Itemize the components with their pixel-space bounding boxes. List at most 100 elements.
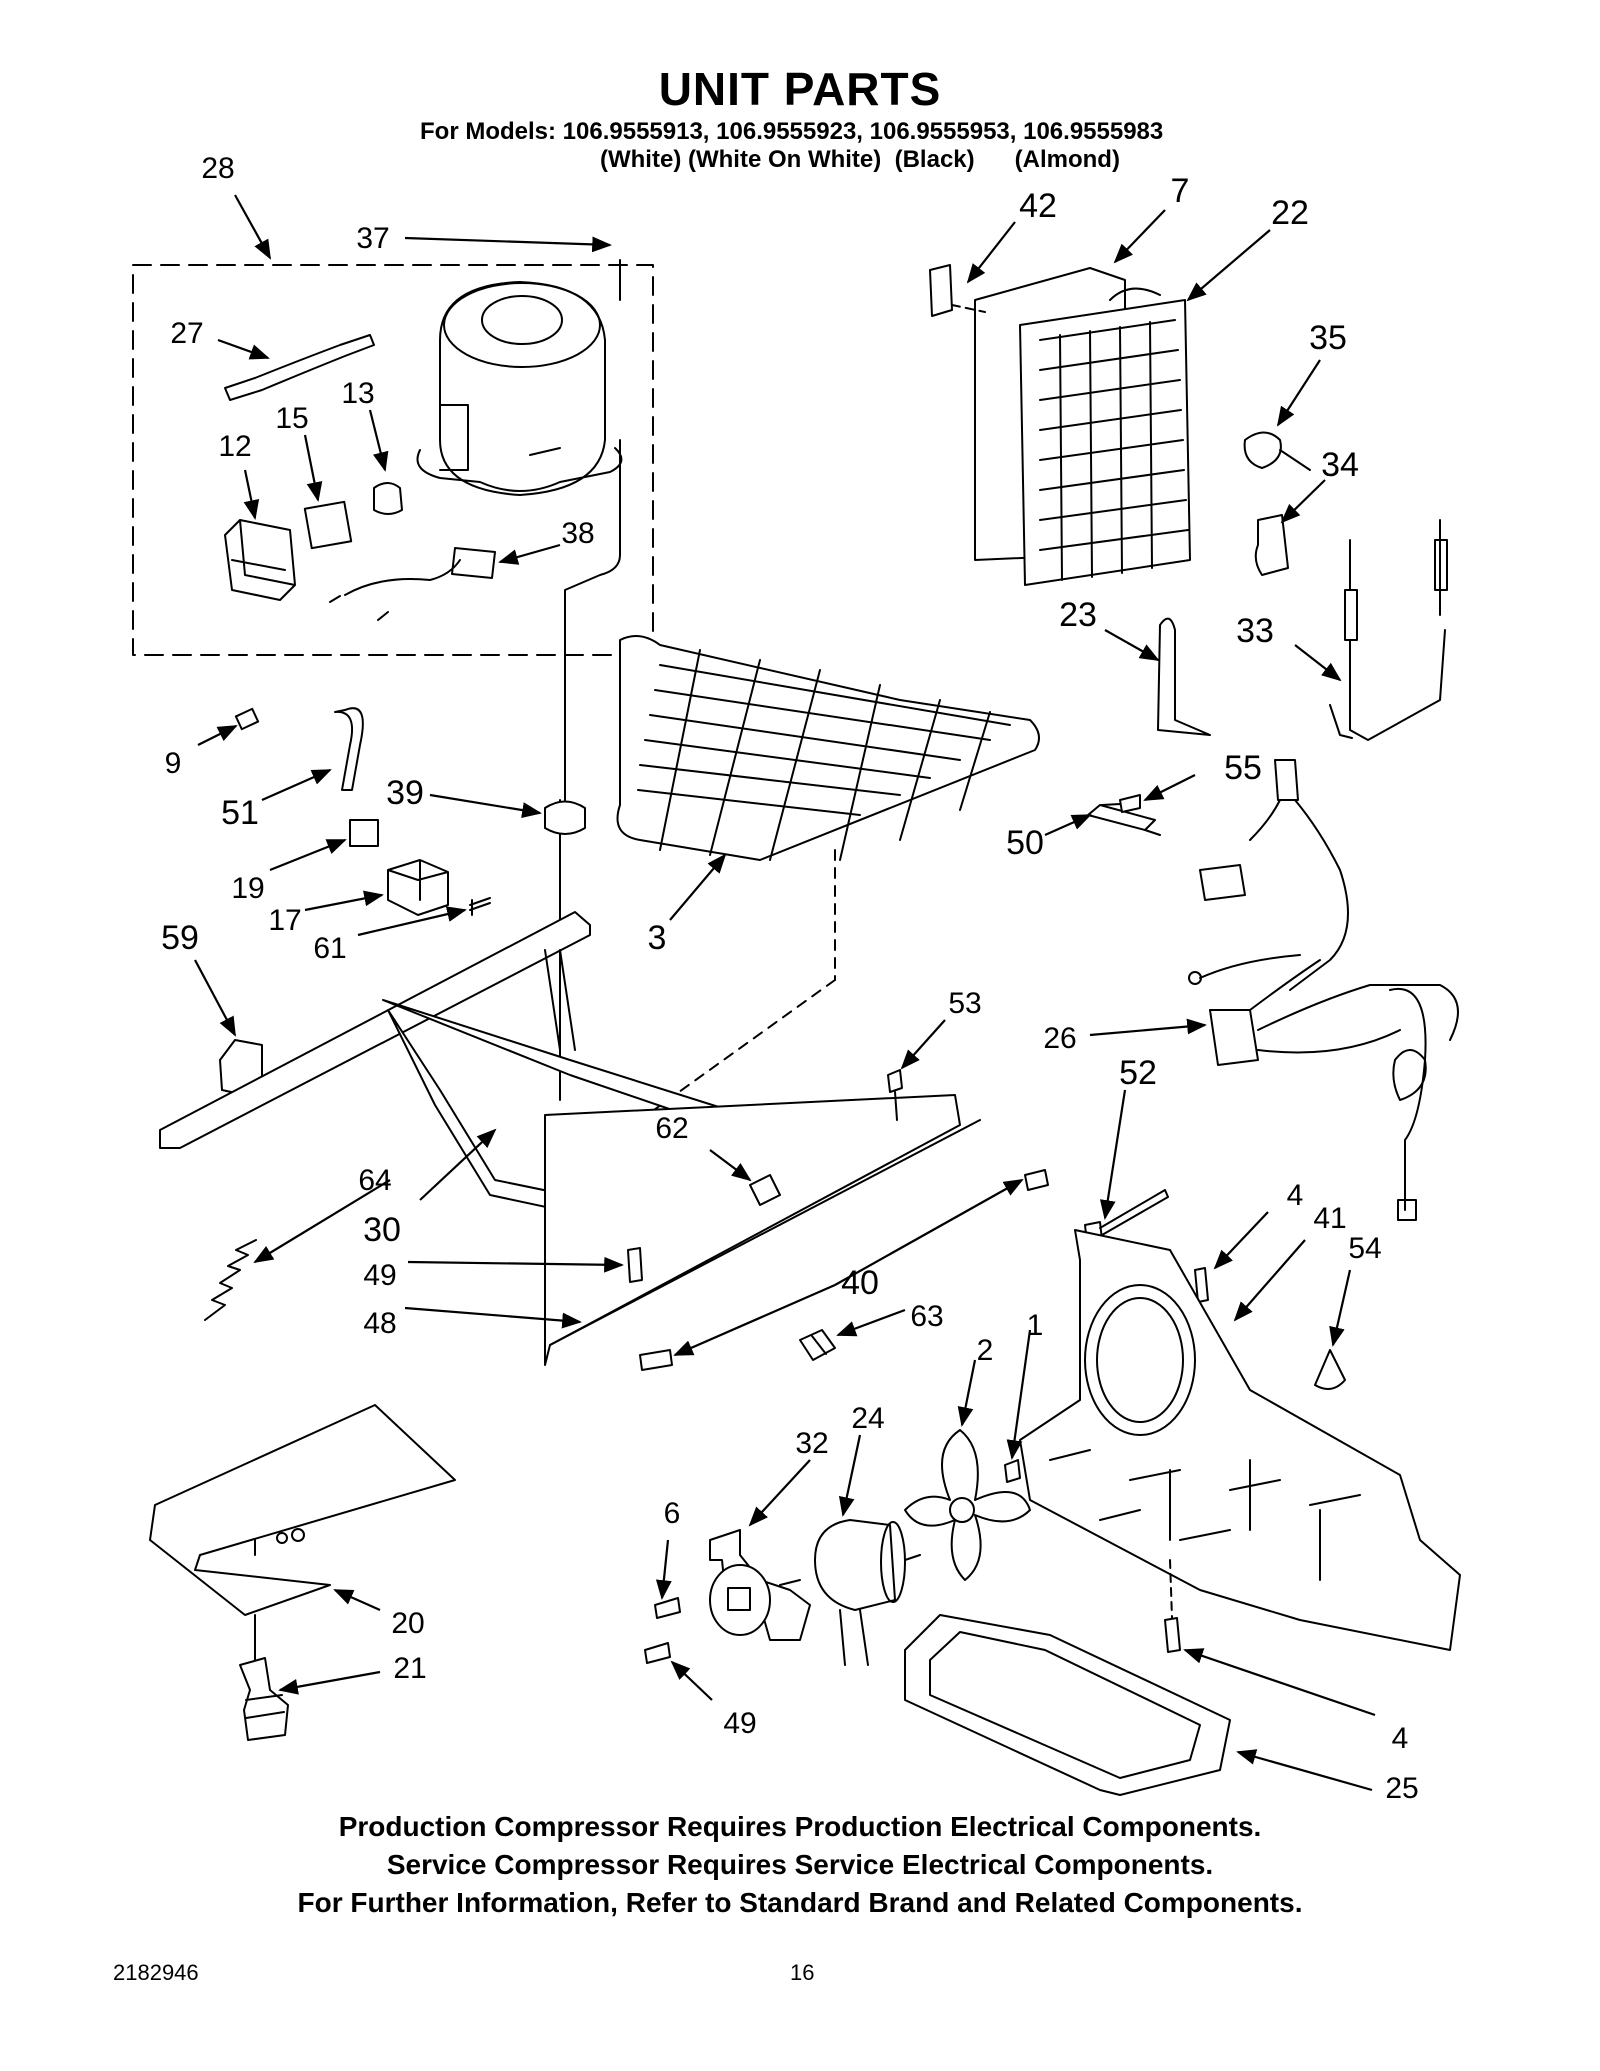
leader-27 bbox=[217, 338, 270, 360]
callout-25: 25 bbox=[1385, 1772, 1418, 1805]
leader-21 bbox=[278, 1670, 381, 1695]
leader-53 bbox=[900, 1019, 946, 1070]
callout-63: 63 bbox=[910, 1300, 943, 1333]
leader-20 bbox=[333, 1588, 381, 1612]
callout-9: 9 bbox=[165, 747, 182, 780]
callout-53: 53 bbox=[948, 987, 981, 1020]
screw-49-lower bbox=[644, 1642, 671, 1664]
leader-59 bbox=[194, 959, 236, 1037]
relay-17 bbox=[387, 859, 449, 916]
leader-42 bbox=[966, 221, 1016, 284]
callout-24: 24 bbox=[851, 1402, 884, 1435]
callout-34: 34 bbox=[1321, 446, 1359, 484]
condenser bbox=[616, 635, 1040, 861]
callout-38: 38 bbox=[561, 517, 594, 550]
note-production: Production Compressor Requires Productio… bbox=[338, 1811, 1262, 1842]
plug bbox=[234, 707, 260, 731]
leader-37 bbox=[404, 236, 612, 253]
leader-1 bbox=[1006, 1329, 1032, 1460]
callout-35: 35 bbox=[1309, 319, 1347, 357]
callout-26: 26 bbox=[1043, 1022, 1076, 1055]
grommet bbox=[544, 800, 586, 835]
wire-harness bbox=[1188, 759, 1459, 1221]
screw-53 bbox=[887, 1069, 903, 1121]
compressor bbox=[416, 259, 623, 496]
callout-51: 51 bbox=[221, 794, 259, 832]
bolt-48 bbox=[639, 1349, 673, 1371]
leader-15 bbox=[303, 434, 323, 502]
defrost-thermostat bbox=[1243, 431, 1311, 471]
callout-55: 55 bbox=[1224, 749, 1262, 787]
clip-62 bbox=[749, 1174, 781, 1206]
callout-13: 13 bbox=[341, 377, 374, 410]
condenser-fan-motor bbox=[779, 1519, 921, 1666]
callout-54: 54 bbox=[1348, 1232, 1381, 1265]
page-title: UNIT PARTS bbox=[658, 63, 942, 115]
overload-protector bbox=[303, 500, 353, 550]
leader-62 bbox=[709, 1149, 752, 1182]
callout-22: 22 bbox=[1271, 194, 1309, 232]
thermostat-clip bbox=[1254, 514, 1289, 576]
leader-24 bbox=[838, 1434, 862, 1517]
screw-61 bbox=[469, 897, 491, 916]
leader-48 bbox=[404, 1306, 582, 1329]
frame-rails bbox=[159, 911, 981, 1366]
callout-59: 59 bbox=[161, 919, 199, 957]
callout-28: 28 bbox=[201, 152, 234, 185]
callout-3: 3 bbox=[648, 919, 667, 957]
callout-4a: 4 bbox=[1287, 1179, 1304, 1212]
connector-19 bbox=[349, 819, 379, 847]
leveling-leg bbox=[239, 1657, 289, 1741]
callout-50: 50 bbox=[1006, 824, 1044, 862]
terminal-cover bbox=[373, 482, 403, 515]
callout-7: 7 bbox=[1171, 172, 1190, 210]
note-further-info: For Further Information, Refer to Standa… bbox=[297, 1887, 1303, 1918]
callout-15: 15 bbox=[275, 402, 308, 435]
leader-17 bbox=[304, 890, 384, 912]
bracket-50 bbox=[1087, 804, 1161, 836]
leader-48b bbox=[673, 1283, 836, 1357]
screw-55 bbox=[1101, 794, 1141, 813]
leader-35 bbox=[1276, 359, 1321, 427]
leader-22 bbox=[1186, 229, 1271, 302]
compressor-harness bbox=[329, 547, 496, 621]
leader-50 bbox=[1044, 813, 1092, 837]
callout-62: 62 bbox=[655, 1112, 688, 1145]
callout-1: 1 bbox=[1027, 1309, 1044, 1342]
leader-54 bbox=[1329, 1269, 1352, 1347]
leader-30 bbox=[419, 1128, 497, 1201]
models-line: For Models: 106.9555913, 106.9555923, 10… bbox=[420, 118, 1164, 145]
colors-line: (White) (White On White) (Black) (Almond… bbox=[600, 146, 1120, 173]
callout-37: 37 bbox=[356, 222, 389, 255]
leader-32 bbox=[748, 1459, 811, 1527]
leader-4a bbox=[1213, 1211, 1269, 1270]
drain-heater bbox=[1157, 617, 1211, 736]
callout-4b: 4 bbox=[1392, 1722, 1409, 1755]
callout-52: 52 bbox=[1119, 1054, 1157, 1092]
leader-39 bbox=[429, 793, 542, 818]
leader-63 bbox=[836, 1308, 906, 1337]
wire-nut bbox=[1314, 1349, 1346, 1390]
drain-tube bbox=[334, 707, 364, 791]
callout-19: 19 bbox=[231, 872, 264, 905]
leader-12 bbox=[243, 469, 260, 520]
compressor-notes: Production Compressor Requires Productio… bbox=[0, 1808, 1600, 1922]
fan-nut bbox=[1004, 1459, 1021, 1483]
screw-49-upper bbox=[627, 1247, 643, 1283]
callout-17: 17 bbox=[268, 904, 301, 937]
fan-blade bbox=[904, 1429, 1031, 1581]
note-service: Service Compressor Requires Service Elec… bbox=[386, 1849, 1214, 1880]
filter-drier bbox=[224, 334, 375, 401]
screw-40 bbox=[1024, 1169, 1049, 1191]
callout-32: 32 bbox=[795, 1427, 828, 1460]
evaporator-clip bbox=[929, 264, 953, 317]
leader-23 bbox=[1104, 629, 1160, 661]
leader-40 bbox=[834, 1179, 1024, 1286]
leader-28 bbox=[234, 194, 271, 260]
defrost-heater bbox=[1329, 519, 1446, 741]
leader-55 bbox=[1143, 774, 1196, 801]
leader-49a bbox=[407, 1256, 624, 1273]
leader-6 bbox=[655, 1539, 672, 1600]
callout-2: 2 bbox=[977, 1334, 994, 1367]
